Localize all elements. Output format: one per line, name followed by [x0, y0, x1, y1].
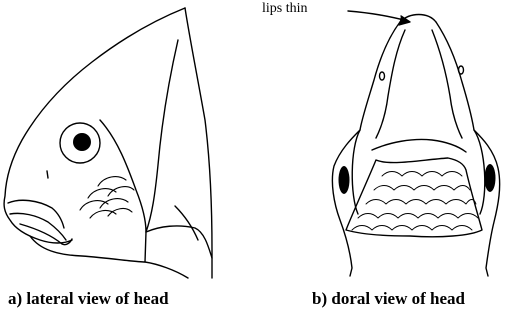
lateral-nostril: [47, 171, 48, 178]
lips-thin-label: lips thin: [262, 1, 308, 17]
lips-pointer-line: [348, 11, 408, 21]
lateral-eye-pupil: [73, 133, 91, 151]
lateral-preopercle-line: [100, 120, 146, 232]
dorsal-eye-left: [339, 166, 350, 194]
lateral-opercle-line: [146, 40, 178, 232]
lateral-cheek-scales: [80, 177, 134, 218]
dorsal-nostril-left: [380, 72, 385, 80]
lateral-chin-line: [30, 236, 145, 262]
dorsal-eye-socket-right: [474, 130, 485, 214]
dorsal-outline-left: [332, 22, 400, 276]
lateral-gill-cover: [146, 226, 212, 258]
dorsal-inner-left: [376, 30, 405, 138]
dorsal-eye-right: [485, 164, 496, 192]
lateral-nape-line: [185, 8, 212, 278]
dorsal-scales: [352, 172, 478, 231]
lateral-upper-lip: [8, 200, 64, 228]
dorsal-outline-right: [436, 22, 500, 276]
caption-dorsal-view: b) doral view of head: [312, 289, 465, 309]
dorsal-view-drawing: [332, 11, 499, 276]
dorsal-scale-patch: [346, 158, 482, 237]
dorsal-nape-line: [372, 139, 466, 152]
lateral-view-drawing: [4, 8, 212, 278]
dorsal-inner-right: [432, 30, 462, 138]
lateral-body-line: [175, 206, 198, 240]
lateral-subopercle: [145, 232, 188, 278]
lateral-head-outline: [4, 8, 185, 243]
caption-lateral-view: a) lateral view of head: [8, 289, 169, 309]
dorsal-nostril-right: [459, 66, 464, 74]
lateral-lower-lip: [10, 213, 66, 240]
